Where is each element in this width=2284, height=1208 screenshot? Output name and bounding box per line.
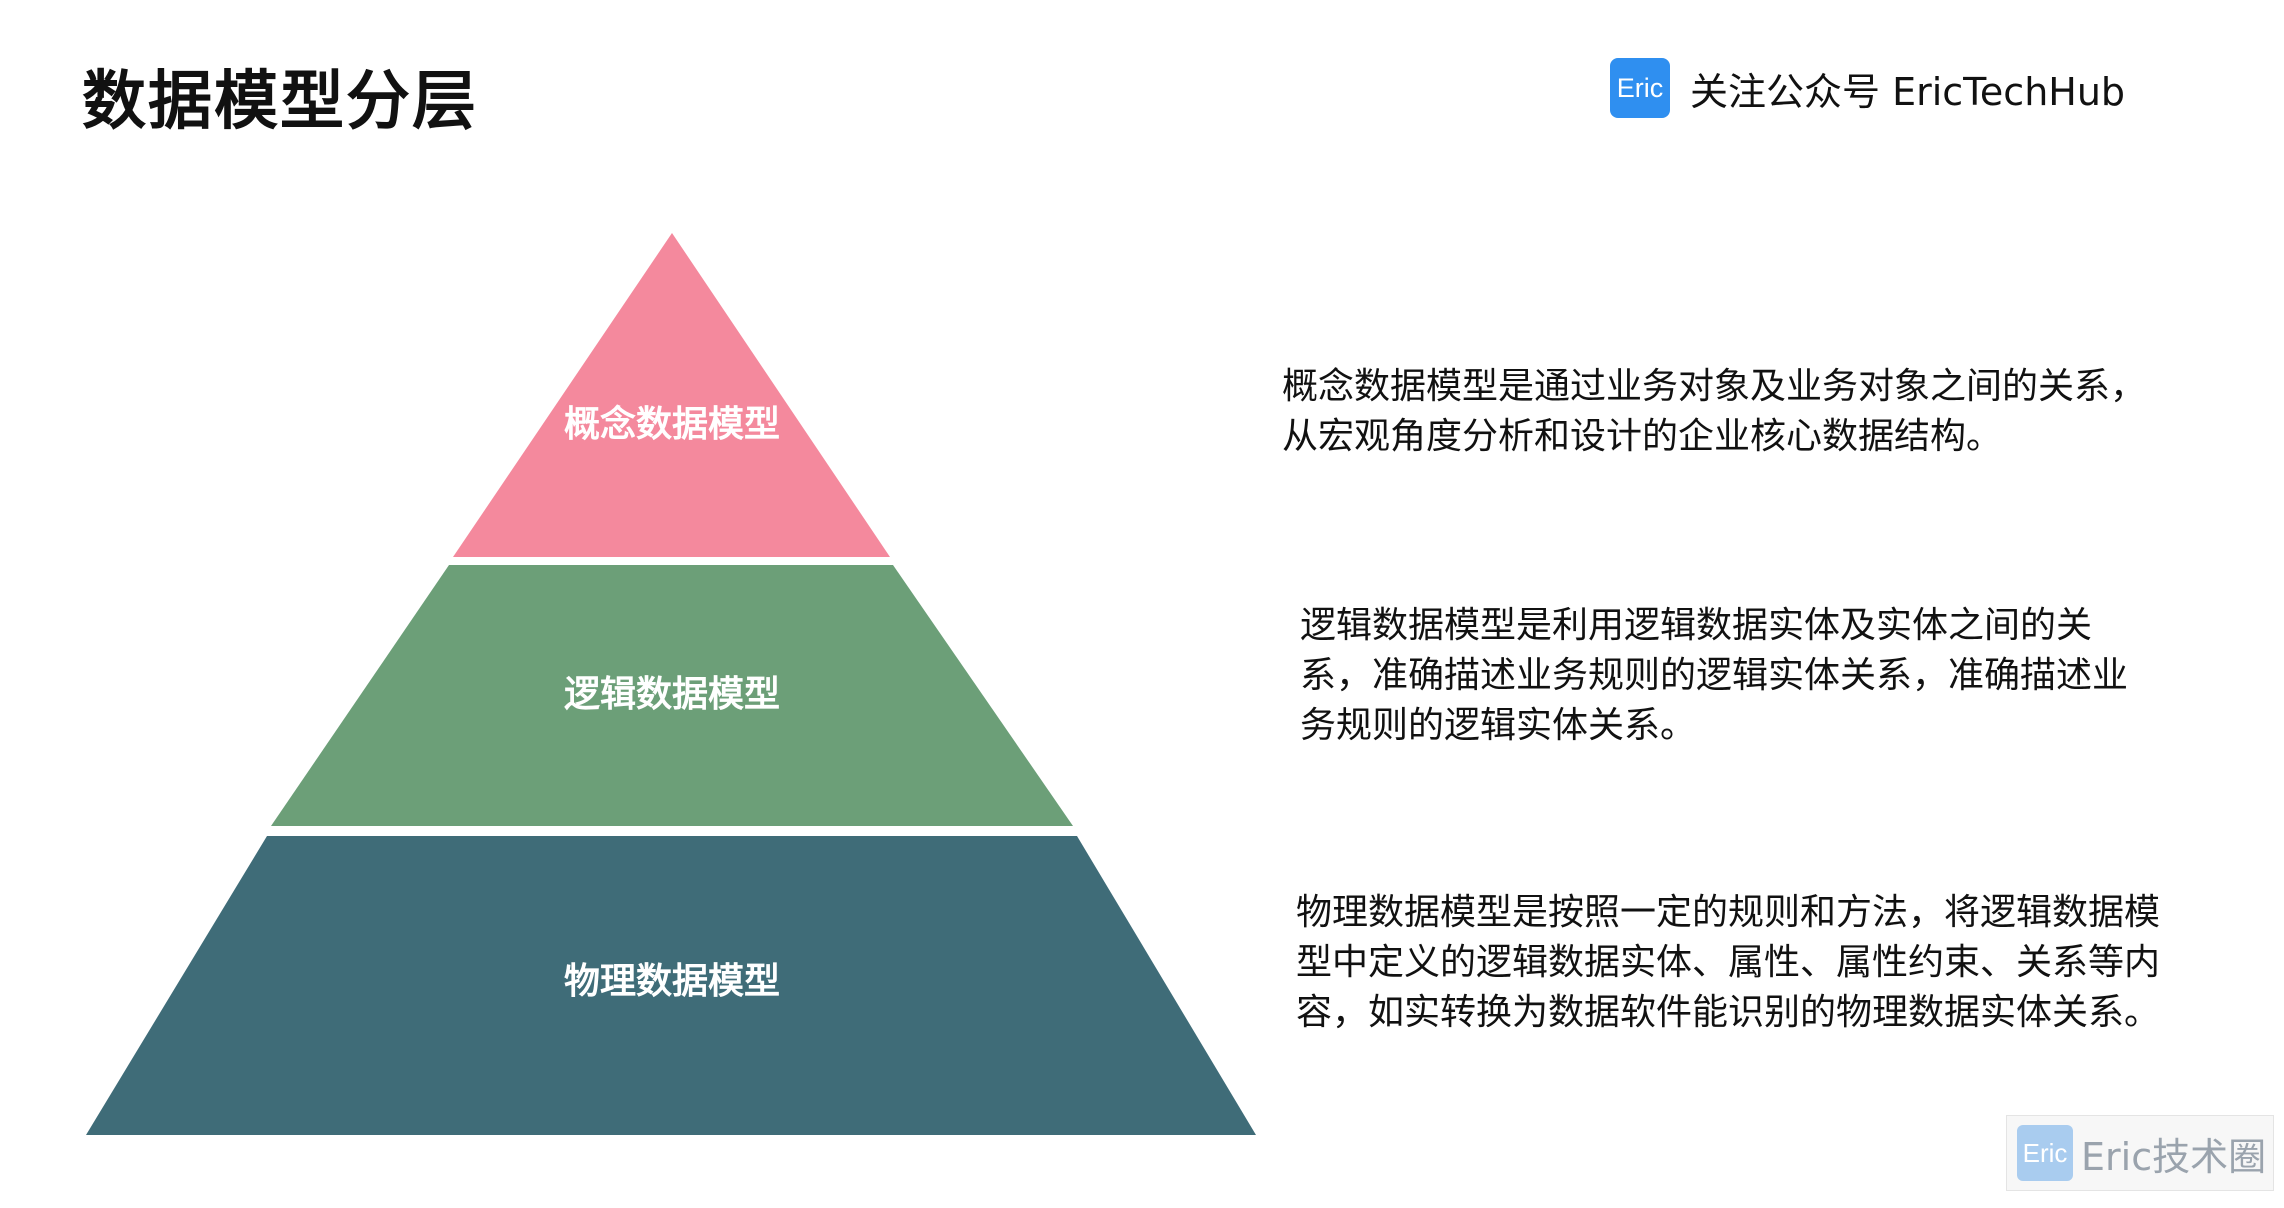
pyramid-label-physical: 物理数据模型 xyxy=(564,961,780,1002)
description-physical: 物理数据模型是按照一定的规则和方法，将逻辑数据模型中定义的逻辑数据实体、属性、属… xyxy=(1296,892,2161,1033)
pyramid-layer-conceptual xyxy=(453,233,890,557)
watermark-logo-icon: Eric xyxy=(2017,1125,2073,1181)
brand-text: 关注公众号 EricTechHub xyxy=(1690,69,2126,114)
watermark-text: Eric技术圈 xyxy=(2081,1134,2267,1179)
pyramid-layer-physical xyxy=(86,836,1256,1135)
pyramid-diagram: 概念数据模型 逻辑数据模型 物理数据模型 xyxy=(86,233,1256,1135)
watermark: Eric Eric技术圈 xyxy=(2006,1115,2274,1191)
brand: Eric 关注公众号 EricTechHub xyxy=(1610,58,2125,118)
pyramid-label-logical: 逻辑数据模型 xyxy=(564,674,780,715)
description-conceptual: 概念数据模型是通过业务对象及业务对象之间的关系，从宏观角度分析和设计的企业核心数… xyxy=(1282,366,2147,457)
description-logical: 逻辑数据模型是利用逻辑数据实体及实体之间的关系，准确描述业务规则的逻辑实体关系，… xyxy=(1300,605,2129,746)
pyramid-label-conceptual: 概念数据模型 xyxy=(564,403,780,445)
brand-logo-icon: Eric xyxy=(1610,58,1670,118)
page-title: 数据模型分层 xyxy=(82,65,478,139)
pyramid-layer-logical xyxy=(271,565,1073,826)
